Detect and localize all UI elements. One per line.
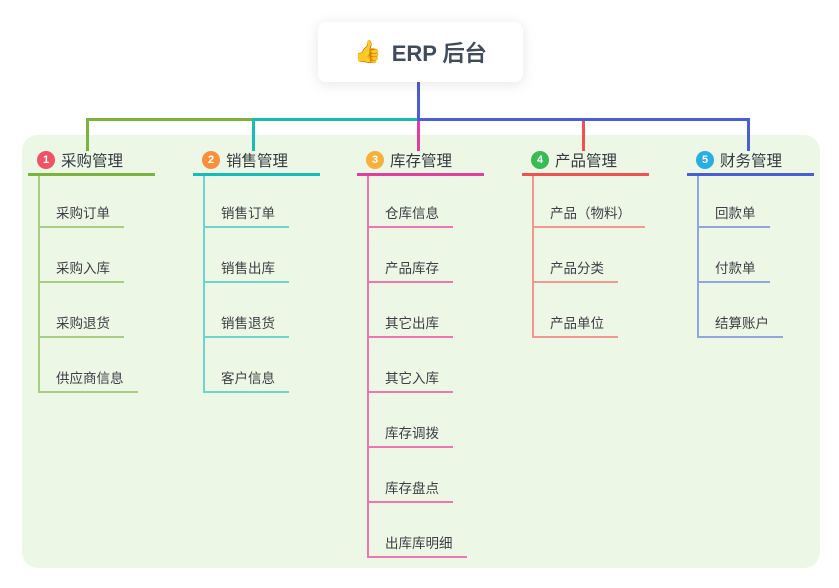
child-node[interactable]: 销售订单 <box>203 202 289 228</box>
connector-drop-branch-5 <box>747 118 750 151</box>
thumbs-up-icon: 👍 <box>354 39 382 64</box>
branch-badge: 2 <box>202 150 220 169</box>
child-node[interactable]: 销售退货 <box>203 312 289 338</box>
branch-label: 销售管理 <box>226 152 289 170</box>
branch-node[interactable]: 2 销售管理 <box>193 146 320 176</box>
child-node[interactable]: 付款单 <box>697 257 770 283</box>
connector-drop-branch-2 <box>252 118 255 151</box>
branch-spine <box>532 176 534 338</box>
branch-badge: 4 <box>531 150 549 169</box>
connector-horizontal-branch-5 <box>420 118 750 121</box>
branch-spine <box>203 176 205 393</box>
branch-spine <box>367 176 369 558</box>
child-node[interactable]: 客户信息 <box>203 367 289 393</box>
branch-label: 采购管理 <box>61 152 124 170</box>
branch-node[interactable]: 4 产品管理 <box>522 146 649 176</box>
branch-node[interactable]: 5 财务管理 <box>687 146 814 176</box>
mindmap-board <box>22 135 820 568</box>
child-node[interactable]: 采购入库 <box>38 257 124 283</box>
child-node[interactable]: 产品（物料） <box>532 202 645 228</box>
connector-drop-branch-3 <box>417 118 420 151</box>
branch-spine <box>38 176 40 393</box>
child-node[interactable]: 产品单位 <box>532 312 618 338</box>
root-title: ERP 后台 <box>391 41 487 66</box>
connector-drop-branch-1 <box>86 118 89 151</box>
branch-node[interactable]: 1 采购管理 <box>28 146 155 176</box>
connector-drop-branch-4 <box>582 118 585 151</box>
branch-spine <box>697 176 699 338</box>
branch-label: 产品管理 <box>555 152 618 170</box>
connector-root-line <box>417 82 420 121</box>
child-node[interactable]: 库存调拨 <box>367 422 453 448</box>
child-node[interactable]: 产品库存 <box>367 257 453 283</box>
connector-horizontal-branch-2 <box>252 118 423 121</box>
root-node[interactable]: 👍 ERP 后台 <box>318 22 523 82</box>
branch-badge: 5 <box>696 150 714 169</box>
child-node[interactable]: 其它出库 <box>367 312 453 338</box>
child-node[interactable]: 库存盘点 <box>367 477 453 503</box>
child-node[interactable]: 回款单 <box>697 202 770 228</box>
branch-badge: 3 <box>366 150 384 169</box>
child-node[interactable]: 其它入库 <box>367 367 453 393</box>
branch-badge: 1 <box>37 150 55 169</box>
branch-node[interactable]: 3 库存管理 <box>357 146 484 176</box>
branch-label: 库存管理 <box>390 152 453 170</box>
child-node[interactable]: 产品分类 <box>532 257 618 283</box>
child-node[interactable]: 供应商信息 <box>38 367 138 393</box>
child-node[interactable]: 出库库明细 <box>367 532 467 558</box>
child-node[interactable]: 销售出库 <box>203 257 289 283</box>
child-node[interactable]: 结算账户 <box>697 312 783 338</box>
branch-label: 财务管理 <box>720 152 783 170</box>
child-node[interactable]: 采购退货 <box>38 312 124 338</box>
child-node[interactable]: 仓库信息 <box>367 202 453 228</box>
child-node[interactable]: 采购订单 <box>38 202 124 228</box>
